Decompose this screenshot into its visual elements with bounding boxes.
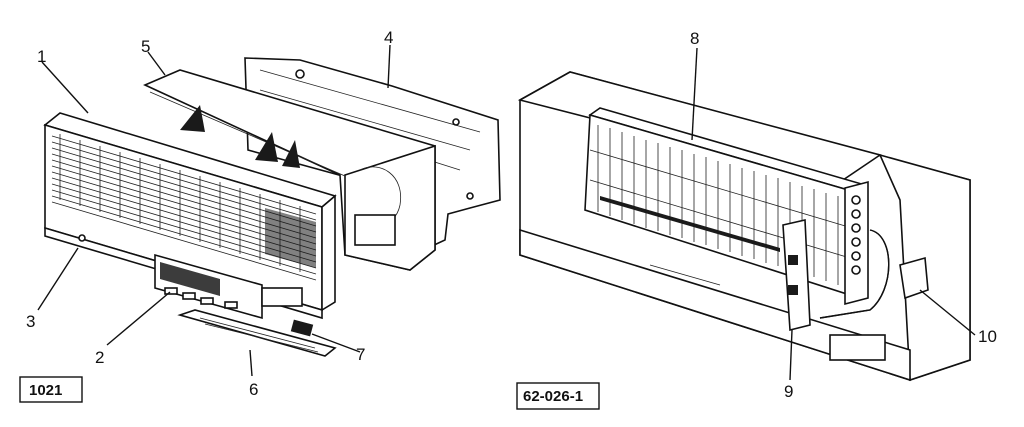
callout-3: 3 [26,312,35,331]
right-assembly [517,71,971,382]
left-leader-lines [37,44,391,377]
remote-tray-part-6 [177,309,337,357]
bracket-part-9 [782,219,811,332]
callout-1: 1 [37,47,46,66]
left-assembly [43,57,501,357]
code-label-right: 62-026-1 [523,388,583,405]
pipe-connector-part-10 [649,229,929,319]
code-box-left: 1021 [19,376,83,403]
right-leader-lines [691,47,976,381]
code-box-right: 62-026-1 [516,382,600,410]
control-panel-part-2 [154,253,303,320]
callout-9: 9 [784,382,793,401]
code-label-left: 1021 [29,382,62,399]
chassis-part-5 [143,69,436,271]
filter-tab-part-7 [290,319,314,337]
callout-7: 7 [356,345,365,364]
callout-10: 10 [978,327,997,346]
callout-5: 5 [141,37,150,56]
callout-6: 6 [249,380,258,399]
callout-4: 4 [384,28,393,47]
callout-8: 8 [690,29,699,48]
callout-2: 2 [95,348,104,367]
